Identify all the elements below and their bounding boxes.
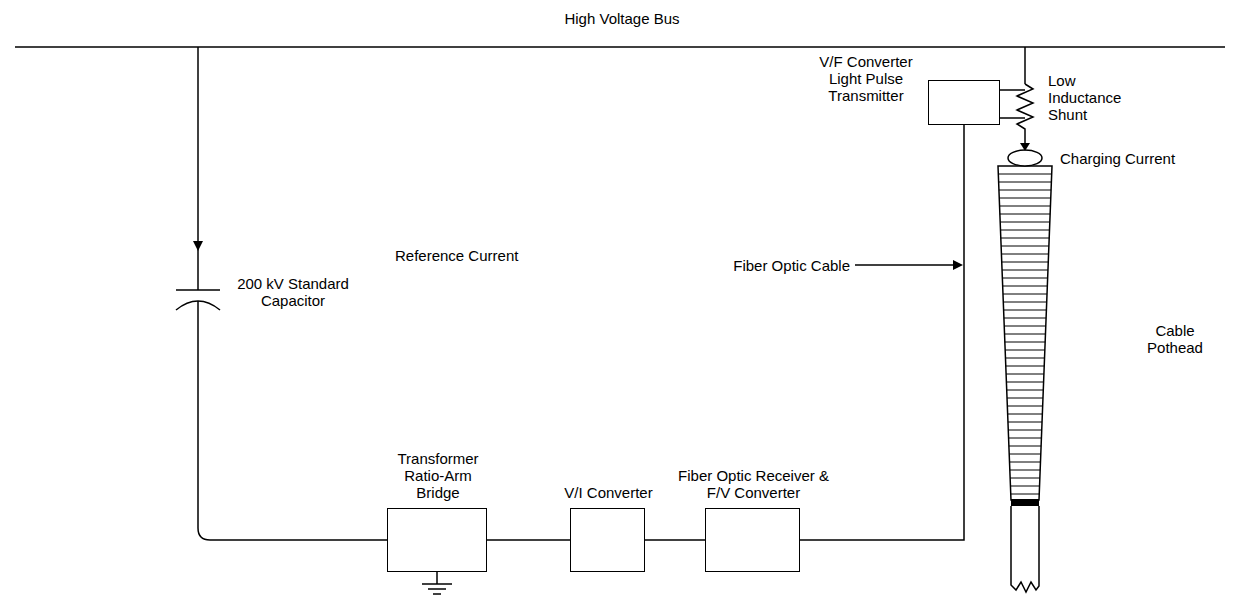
shed-line (1008, 430, 1041, 431)
shed-line (1010, 486, 1039, 487)
box-heading: Transformer Ratio-Arm Bridge (383, 450, 493, 501)
shed-line (1009, 446, 1041, 447)
shed-line (1003, 286, 1048, 287)
shed-line (1004, 310, 1047, 311)
signal-wire (645, 539, 705, 541)
sense-wire (1000, 89, 1025, 91)
shed-line (1004, 318, 1046, 319)
shed-line (1011, 494, 1039, 495)
arrowhead (953, 260, 963, 270)
shed-line (1003, 294, 1047, 295)
annotation-label: 200 kV Standard Capacitor (228, 275, 358, 309)
arrowhead (193, 241, 203, 251)
shed-line (1003, 302, 1046, 303)
shed-line (999, 182, 1052, 183)
shed-line (1008, 422, 1042, 423)
shed-line (1006, 382, 1043, 383)
capacitor-plate (176, 289, 220, 291)
arrowhead (1020, 143, 1030, 151)
capacitor-lead (197, 47, 199, 290)
ground-symbol (422, 583, 452, 585)
shed-line (1005, 334, 1046, 335)
sense-wire (1000, 117, 1025, 119)
shed-line (1005, 350, 1045, 351)
shed-line (1007, 398, 1043, 399)
shed-line (1005, 342, 1045, 343)
shed-line (1000, 230, 1049, 231)
signal-wire (487, 539, 570, 541)
shed-line (1010, 478, 1040, 479)
shed-line (1000, 214, 1050, 215)
shed-line (1010, 470, 1040, 471)
shed-line (1004, 326, 1046, 327)
shed-line (1005, 358, 1044, 359)
reference-wire (198, 301, 387, 540)
cable (1011, 506, 1039, 592)
shed-line (1000, 206, 1051, 207)
pothead-sheds (998, 174, 1051, 494)
pothead-base (1011, 499, 1039, 506)
box-heading: Fiber Optic Receiver & F/V Converter (669, 467, 839, 501)
shed-line (1007, 406, 1042, 407)
shed-line (1007, 390, 1044, 391)
shed-line (1002, 278, 1047, 279)
box-heading: V/I Converter (564, 484, 654, 501)
shed-line (1000, 222, 1050, 223)
shed-line (999, 190, 1051, 191)
converter-box: V/F Converter Light Pulse Transmitter (928, 80, 1000, 125)
shed-line (1008, 414, 1043, 415)
pothead-body (998, 166, 1052, 500)
annotation-label: Reference Current (395, 247, 545, 264)
shed-line (1006, 366, 1044, 367)
converter-box: Transformer Ratio-Arm Bridge (387, 508, 487, 572)
shed-line (1002, 270, 1048, 271)
shed-line (999, 198, 1051, 199)
shed-line (1006, 374, 1044, 375)
high-voltage-bus (15, 46, 1225, 48)
shed-line (1001, 254, 1048, 255)
shed-line (1010, 462, 1041, 463)
shed-line (1001, 238, 1049, 239)
shunt-resistor-symbol (1017, 84, 1033, 146)
annotation-label: Charging Current (1060, 150, 1210, 167)
ground-symbol (428, 588, 446, 590)
converter-box: V/I Converter (570, 508, 645, 572)
annotation-label: Cable Pothead (1130, 322, 1220, 356)
annotation-label: Low Inductance Shunt (1048, 72, 1143, 123)
annotation-label: High Voltage Bus (522, 10, 722, 27)
ground-symbol (433, 593, 441, 595)
shed-line (1009, 438, 1042, 439)
converter-box: Fiber Optic Receiver & F/V Converter (705, 508, 800, 572)
pothead-cap (1008, 150, 1042, 166)
shed-line (998, 174, 1051, 175)
shunt-lead (1024, 47, 1026, 84)
annotation-label: Fiber Optic Cable (700, 257, 850, 274)
shed-line (1002, 262, 1049, 263)
shed-line (1001, 246, 1049, 247)
leader-line (855, 264, 955, 266)
shed-line (1009, 454, 1041, 455)
box-heading: V/F Converter Light Pulse Transmitter (811, 53, 921, 104)
ground-lead (436, 572, 438, 584)
